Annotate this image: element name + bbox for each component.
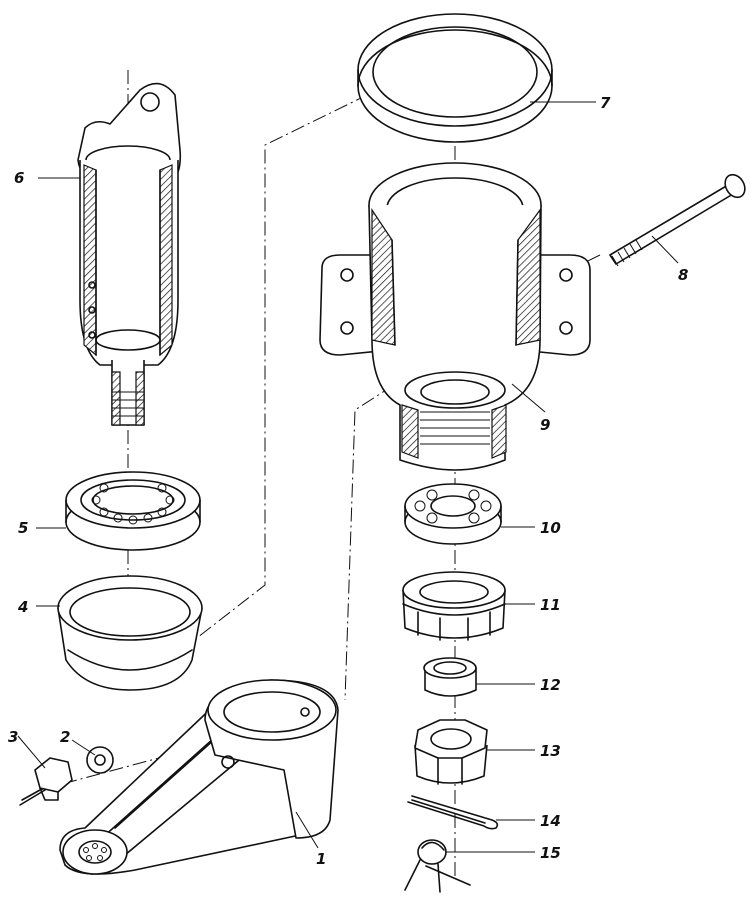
part-10-bearing: [404, 483, 502, 545]
part-5-bearing: [65, 471, 201, 551]
callout-15: 15: [540, 844, 561, 862]
callout-5: 5: [18, 519, 28, 537]
part-8-bolt: [609, 173, 746, 267]
part-6-sleeve: [77, 82, 182, 426]
part-3-nut: [19, 757, 73, 806]
part-11-castle-nut: [402, 571, 506, 641]
callout-8: 8: [678, 266, 688, 284]
part-13-hex-nut: [414, 719, 488, 785]
callout-7: 7: [600, 94, 611, 112]
callout-2: 2: [60, 728, 70, 746]
part-1-lever: [59, 679, 339, 875]
callout-12: 12: [540, 676, 561, 694]
leader-lines: [17, 101, 679, 853]
callout-13: 13: [540, 742, 561, 760]
part-7-ring: [357, 13, 553, 143]
part-9-housing: [319, 162, 591, 471]
callout-9: 9: [540, 416, 550, 434]
callouts: 6 5 4 3 2 1 7 8 9 10 11 12 13 14 15: [8, 94, 688, 868]
callout-4: 4: [17, 598, 28, 616]
part-15-spring: [404, 839, 471, 893]
part-4-cup: [57, 575, 203, 691]
callout-11: 11: [540, 596, 561, 614]
callout-10: 10: [540, 519, 561, 537]
callout-3: 3: [8, 728, 18, 746]
part-2-washer: [86, 746, 114, 774]
part-14-cotter-pin: [407, 795, 499, 830]
part-12-bushing: [423, 657, 477, 697]
callout-1: 1: [316, 850, 326, 868]
callout-14: 14: [540, 812, 561, 830]
callout-6: 6: [14, 169, 24, 187]
